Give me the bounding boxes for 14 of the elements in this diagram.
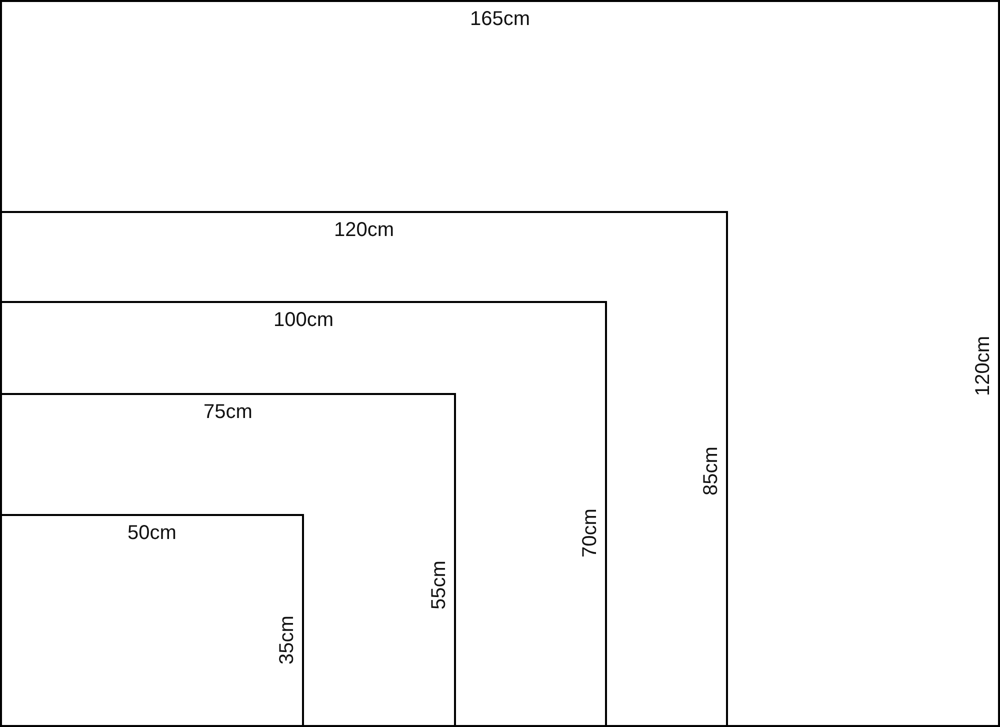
height-label: 70cm: [579, 508, 601, 558]
width-label: 100cm: [273, 309, 334, 331]
height-label: 55cm: [428, 560, 450, 610]
width-label: 120cm: [334, 219, 394, 241]
height-label: 85cm: [700, 446, 722, 496]
size-rectangle: [0, 393, 456, 727]
width-label: 165cm: [470, 8, 530, 30]
size-rectangle: [0, 301, 607, 727]
width-label: 75cm: [204, 401, 252, 423]
height-label: 35cm: [276, 615, 298, 664]
size-rectangle: [0, 211, 728, 727]
size-rectangle: [0, 514, 304, 727]
height-label: 120cm: [972, 335, 994, 396]
width-label: 50cm: [128, 522, 176, 544]
